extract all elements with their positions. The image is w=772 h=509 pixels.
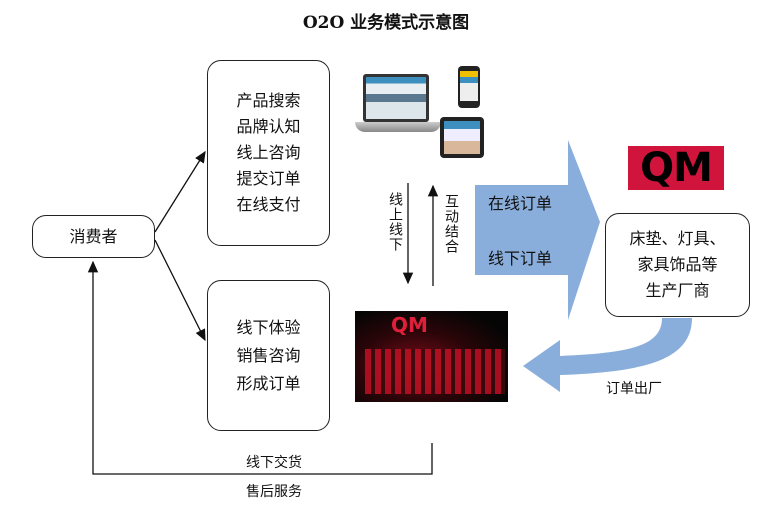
arrow-to-offline	[154, 239, 206, 342]
return-line	[87, 260, 433, 475]
devices-image	[355, 62, 487, 158]
step-text: 销售咨询	[236, 345, 301, 365]
big-order-arrow	[475, 140, 600, 320]
consumer-label: 消费者	[69, 226, 118, 246]
step-text: 产品搜索	[236, 91, 301, 110]
diagram-title: O2O 业务模式示意图	[302, 13, 470, 33]
store-sign: QM	[391, 313, 428, 337]
online-steps-box: 产品搜索 品牌认知 线上咨询 提交订单 在线支付	[207, 60, 330, 246]
factory-out-label: 订单出厂	[606, 381, 662, 397]
interaction-label: 互动结合	[443, 194, 459, 254]
step-text: 品牌认知	[236, 117, 301, 136]
step-text: 线上咨询	[236, 143, 301, 162]
offline-steps-box: 线下体验 销售咨询 形成订单	[207, 280, 330, 431]
consumer-box: 消费者	[32, 215, 155, 258]
step-text: 在线支付	[236, 195, 301, 214]
manufacturer-text: 生产厂商	[645, 281, 710, 300]
arrow-to-online	[154, 150, 206, 233]
store-image: QM	[355, 311, 508, 402]
step-text: 提交订单	[236, 169, 301, 188]
offline-order-label: 线下订单	[488, 249, 553, 268]
online-offline-label: 线上线下	[387, 192, 403, 252]
manufacturer-text: 床垫、灯具、	[629, 229, 726, 248]
step-text: 形成订单	[236, 373, 301, 393]
after-sales-label: 售后服务	[246, 484, 302, 500]
online-order-label: 在线订单	[488, 194, 553, 213]
factory-out-arrow	[523, 318, 692, 392]
manufacturer-box: 床垫、灯具、 家具饰品等 生产厂商	[605, 213, 750, 317]
step-text: 线下体验	[236, 317, 301, 337]
qm-logo: QM	[628, 146, 724, 190]
manufacturer-text: 家具饰品等	[637, 255, 718, 274]
delivery-label: 线下交货	[246, 455, 302, 471]
